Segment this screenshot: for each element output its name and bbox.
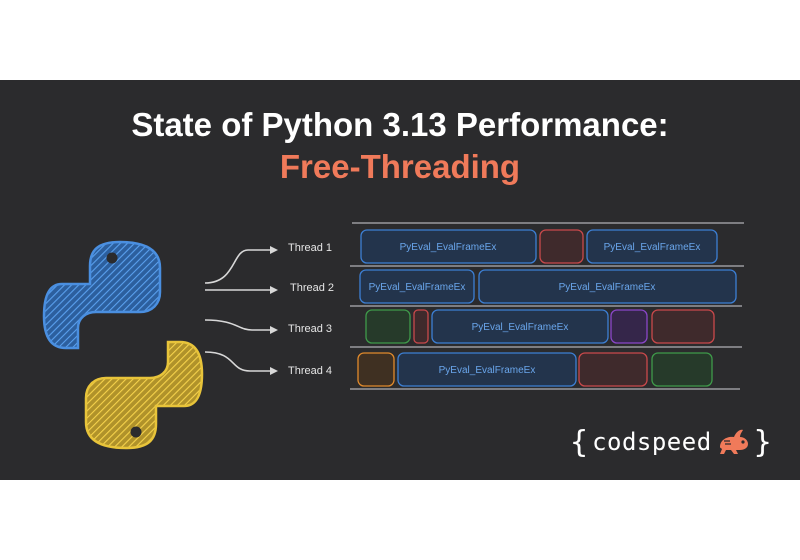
frame-block (360, 229, 537, 264)
thread-lane-2: PyEval_EvalFrameEx PyEval_EvalFrameEx (359, 269, 737, 304)
thread-diagram: Thread 1 Thread 2 Thread 3 Thread 4 PyEv… (42, 222, 744, 450)
thread-label: Thread 4 (288, 365, 332, 377)
thread-lane-4: PyEval_EvalFrameEx (357, 352, 713, 387)
frame-block (578, 352, 648, 387)
logo-brace-close: } (753, 424, 772, 460)
title-line-2: Free-Threading (279, 148, 521, 185)
thread-label: Thread 3 (288, 323, 332, 335)
frame-block (478, 269, 737, 304)
frame-block (651, 309, 715, 344)
title-line-1: State of Python 3.13 Performance: (131, 106, 669, 143)
thread-labels: Thread 1 Thread 2 Thread 3 Thread 4 (288, 242, 334, 377)
frame-block-label: PyEval_EvalFrameEx (439, 365, 536, 376)
frame-block-label: PyEval_EvalFrameEx (369, 282, 466, 293)
thread-label: Thread 1 (288, 242, 332, 254)
arrow-thread-1 (204, 249, 272, 284)
frame-block (539, 229, 584, 264)
codspeed-logo: { codspeed } (570, 422, 772, 462)
arrow-thread-3 (204, 319, 272, 331)
frame-block (586, 229, 718, 264)
python-logo-icon (42, 240, 204, 450)
frame-block (610, 309, 648, 344)
logo-wordmark: codspeed (592, 428, 712, 456)
thread-label: Thread 2 (290, 282, 334, 294)
frame-block (365, 309, 411, 344)
frame-block (357, 352, 395, 387)
frame-block-label: PyEval_EvalFrameEx (400, 242, 497, 253)
frame-block (431, 309, 609, 344)
logo-brace-open: { (570, 424, 589, 460)
frame-block (397, 352, 577, 387)
frame-block-label: PyEval_EvalFrameEx (559, 282, 656, 293)
frame-block (651, 352, 713, 387)
frame-block (413, 309, 429, 344)
frame-block-label: PyEval_EvalFrameEx (472, 322, 569, 333)
banner: State of Python 3.13 Performance: Free-T… (0, 80, 800, 480)
lane-dividers (350, 222, 744, 390)
thread-lane-3: PyEval_EvalFrameEx (365, 309, 715, 344)
frame-block-label: PyEval_EvalFrameEx (604, 242, 701, 253)
thread-arrows (204, 249, 272, 372)
arrow-thread-4 (204, 351, 272, 372)
arrowheads (270, 246, 278, 375)
rabbit-icon (719, 429, 748, 454)
thread-lane-1: PyEval_EvalFrameEx PyEval_EvalFrameEx (360, 229, 718, 264)
frame-block (359, 269, 475, 304)
